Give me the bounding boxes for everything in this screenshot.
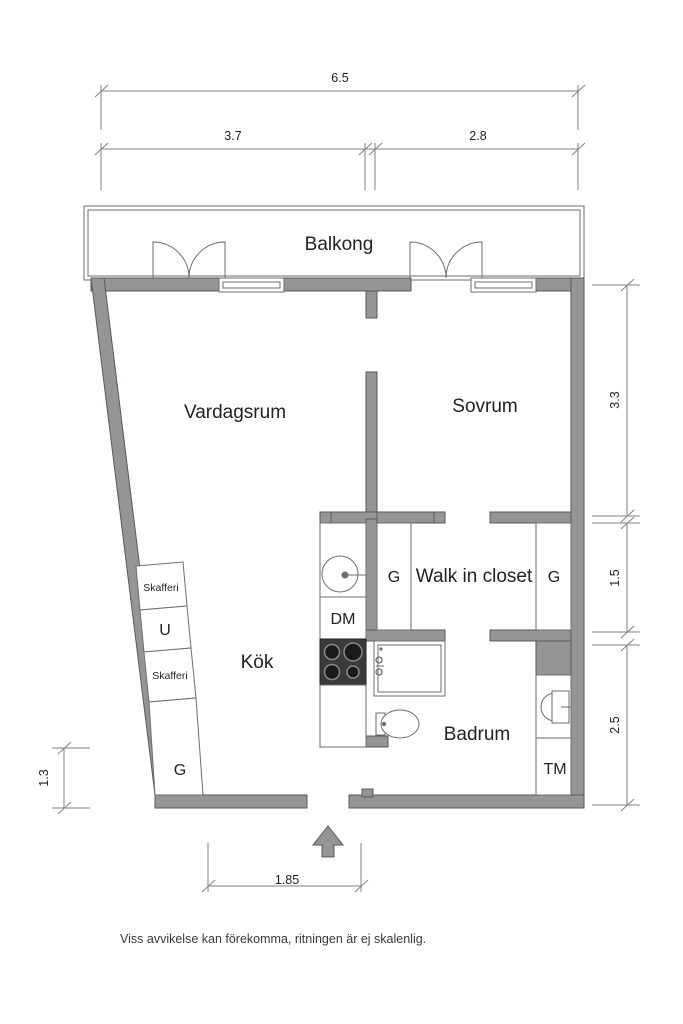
balcony-door-left bbox=[152, 241, 226, 279]
dimension-top-right: 2.8 bbox=[469, 129, 486, 143]
dimension-right-upper: 3.3 bbox=[608, 391, 622, 408]
toilet-fixture bbox=[375, 709, 420, 739]
dimension-left-lower: 1.3 bbox=[37, 769, 51, 786]
right-dimension-lower: 2.5 bbox=[592, 638, 640, 812]
plan-caption: Viss avvikelse kan förekomma, ritningen … bbox=[120, 932, 426, 946]
fixture-label-oven: U bbox=[159, 622, 171, 639]
bathroom-right-column: TM bbox=[535, 674, 572, 796]
left-storage-column: Skafferi U Skafferi G bbox=[135, 561, 204, 796]
balcong-door-right bbox=[409, 241, 483, 279]
entrance-arrow-icon bbox=[311, 825, 345, 858]
dimension-bottom-entrance: 1.85 bbox=[275, 873, 299, 887]
room-label-living-room: Vardagsrum bbox=[184, 402, 286, 423]
fixture-label-pantry-upper: Skafferi bbox=[143, 582, 178, 594]
fixture-label-washing-machine: TM bbox=[543, 761, 566, 778]
room-label-kitchen: Kök bbox=[241, 652, 274, 673]
fixture-label-pantry-lower: Skafferi bbox=[152, 670, 187, 682]
dimension-top-left: 3.7 bbox=[224, 129, 241, 143]
fixture-label-dishwasher: DM bbox=[331, 611, 356, 628]
bottom-dimension-entrance: 1.85 bbox=[201, 843, 369, 893]
window-left bbox=[218, 277, 285, 293]
room-label-bathroom: Badrum bbox=[444, 724, 511, 745]
room-label-balcony: Balkong bbox=[305, 234, 374, 255]
left-dimension-lower: 1.3 bbox=[37, 741, 90, 815]
shower-enclosure bbox=[373, 640, 446, 697]
room-label-walk-in-closet: Walk in closet bbox=[416, 566, 533, 587]
fixture-label-wardrobe-hall: G bbox=[174, 762, 186, 779]
right-dimension-middle: 1.5 bbox=[592, 516, 640, 639]
kitchen-fixtures: DM bbox=[319, 522, 367, 748]
top-dimension-overall: 6.5 bbox=[94, 71, 586, 130]
dimension-right-lower: 2.5 bbox=[608, 716, 622, 733]
balcony-area: Balkong bbox=[83, 205, 585, 281]
top-dimension-segments: 3.7 2.8 bbox=[94, 129, 586, 190]
fixture-label-wardrobe-closet-right: G bbox=[548, 569, 560, 586]
dimension-right-middle: 1.5 bbox=[608, 569, 622, 586]
closet-wardrobes: G G bbox=[376, 522, 572, 631]
room-label-bedroom: Sovrum bbox=[452, 396, 517, 417]
dimension-top-overall: 6.5 bbox=[331, 71, 348, 85]
window-right bbox=[470, 277, 537, 293]
right-dimension-upper: 3.3 bbox=[592, 278, 640, 523]
fixture-label-wardrobe-closet-left: G bbox=[388, 569, 400, 586]
